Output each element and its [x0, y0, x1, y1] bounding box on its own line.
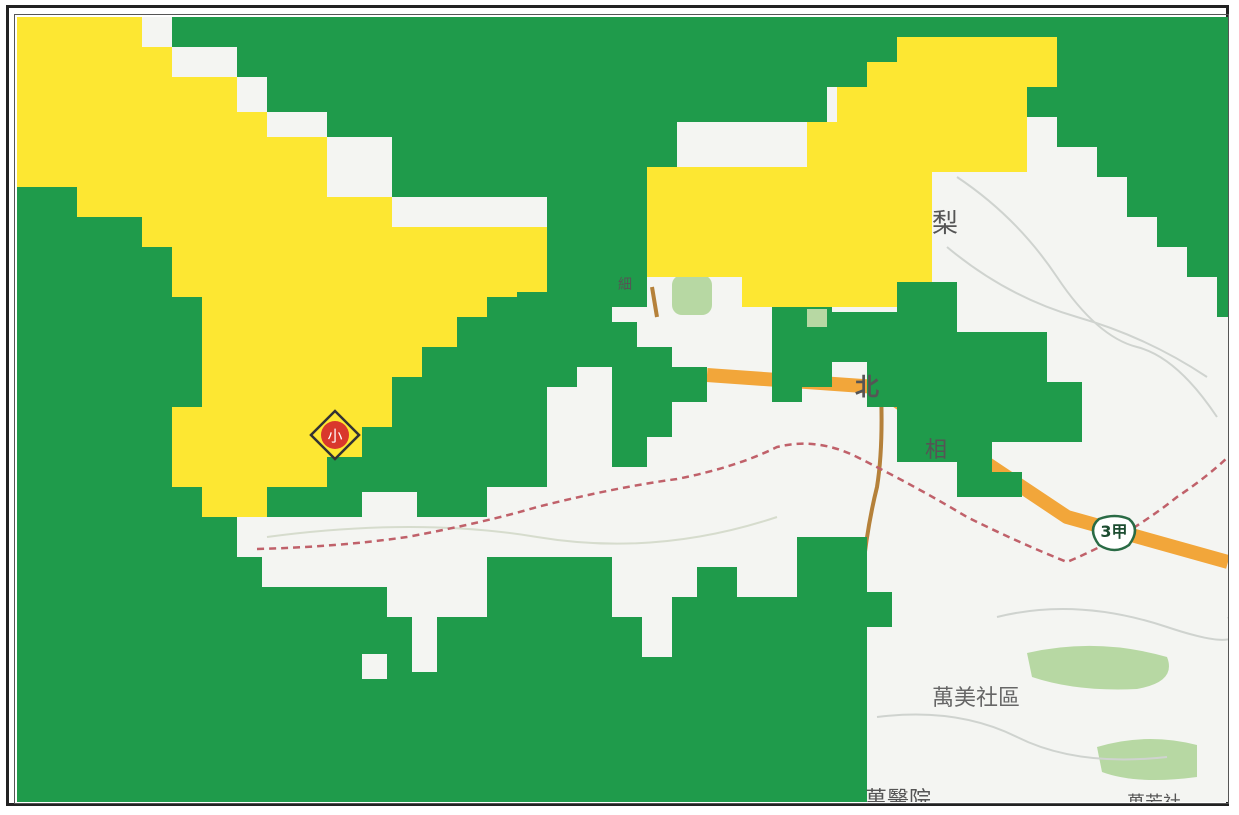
yellow-zone [17, 17, 547, 517]
terrain-contour [946, 246, 1208, 378]
label-corner: 萬芳社 [1127, 793, 1181, 802]
label-small-tag: 細 [618, 277, 632, 293]
green-zone [142, 17, 1057, 517]
terrain-contour [876, 713, 1168, 761]
green-zone [17, 187, 892, 802]
white-gap [362, 654, 387, 679]
marker-circle [321, 421, 349, 449]
label-community: 萬美社區 [932, 686, 1020, 711]
diamond-pin-icon [309, 409, 361, 461]
green-zone [1027, 17, 1228, 317]
route-shield-3jia: 3甲 [1091, 514, 1137, 552]
white-gap [807, 309, 827, 327]
green-zone [772, 307, 832, 402]
inner-frame [14, 14, 1229, 804]
route-shield-icon [1091, 514, 1137, 552]
yellow-zone [647, 37, 1057, 307]
terrain-contour [996, 608, 1228, 641]
local-road [650, 286, 659, 318]
label-xiang: 相 [925, 438, 947, 463]
label-li: 梨 [932, 209, 958, 239]
park-area [1027, 645, 1169, 690]
terrain-contour [266, 516, 778, 545]
park-area [672, 275, 712, 315]
route-shield-label: 3甲 [1100, 522, 1127, 541]
green-zone [832, 282, 1082, 497]
map-canvas[interactable]: 梨 北 相 細 3甲 萬美社區 萬醫院 萬芳社 小 [17, 17, 1228, 802]
marker-glyph: 小 [327, 427, 342, 445]
label-hospital: 萬醫院 [865, 788, 931, 802]
map-viewport[interactable]: 梨 北 相 細 3甲 萬美社區 萬醫院 萬芳社 小 [17, 17, 1228, 802]
label-bei: 北 [855, 373, 879, 401]
location-marker[interactable]: 小 [309, 409, 361, 461]
